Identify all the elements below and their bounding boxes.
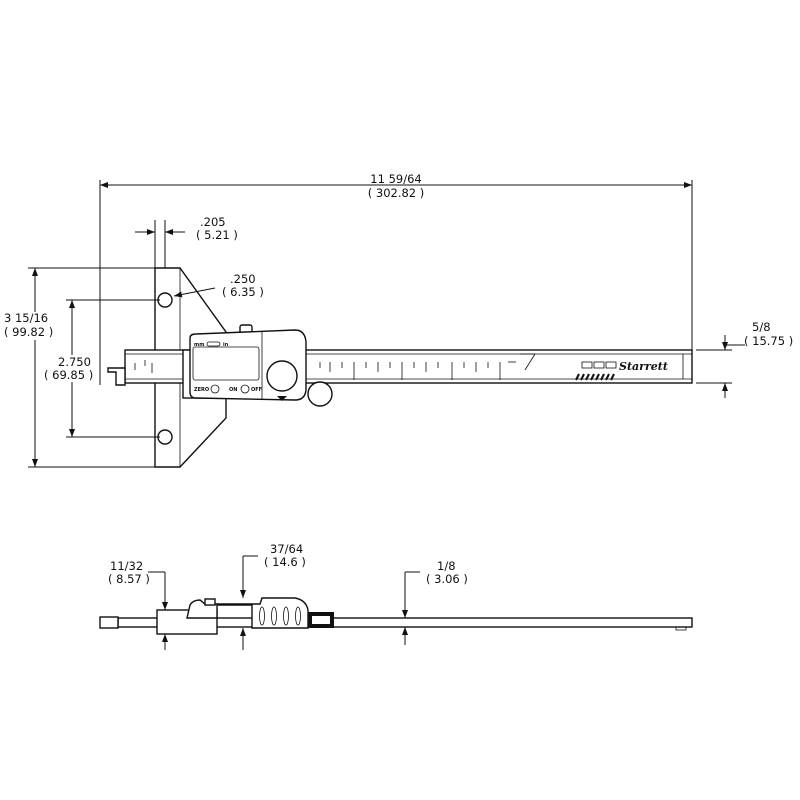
overall-length-dimension: 11 59/64 ( 302.82 ) bbox=[99, 172, 693, 385]
zero-label: ZERO bbox=[194, 387, 209, 393]
dimension-label: .205 bbox=[200, 215, 226, 229]
dimension-label: 5/8 bbox=[752, 320, 771, 334]
base-length-dimension: 3 15/16 ( 99.82 ) bbox=[4, 267, 155, 468]
button-side bbox=[204, 598, 216, 606]
dimension-label-mm: ( 14.6 ) bbox=[264, 555, 306, 569]
hole-spacing-dimension: 2.750 ( 69.85 ) bbox=[44, 299, 160, 438]
dimension-label-mm: ( 15.75 ) bbox=[744, 334, 793, 348]
dimension-label-mm: ( 3.06 ) bbox=[426, 572, 468, 586]
measuring-hook bbox=[107, 367, 126, 386]
base-side bbox=[156, 609, 218, 635]
dimension-label: .250 bbox=[230, 272, 256, 286]
blade-thickness-dimension: 1/8 ( 3.06 ) bbox=[402, 559, 468, 645]
unit-toggle-button[interactable] bbox=[206, 341, 221, 347]
lock-knob[interactable] bbox=[266, 360, 298, 392]
power-button[interactable] bbox=[240, 384, 250, 394]
off-label: OFF bbox=[251, 387, 262, 393]
dimension-label: 3 15/16 bbox=[4, 311, 48, 325]
mounting-hole bbox=[157, 429, 173, 445]
dimension-label-mm: ( 69.85 ) bbox=[44, 368, 93, 382]
lcd-screen bbox=[192, 346, 260, 381]
blade-width-dimension: 5/8 ( 15.75 ) bbox=[696, 320, 793, 398]
dimension-label: 11 59/64 bbox=[370, 172, 421, 186]
hole-diameter-dimension: .250 ( 6.35 ) bbox=[173, 272, 264, 299]
dimension-label: 2.750 bbox=[58, 355, 91, 369]
scale-ticks bbox=[134, 360, 516, 380]
side-view: 11/32 ( 8.57 ) 37/64 ( 14.6 ) 1/8 ( 3.06… bbox=[99, 542, 693, 650]
thumb-wheel[interactable] bbox=[307, 381, 333, 407]
zero-button[interactable] bbox=[210, 384, 220, 394]
dimension-label-mm: ( 6.35 ) bbox=[222, 285, 264, 299]
starrett-logo: Starrett bbox=[575, 360, 668, 381]
dimension-label: 11/32 bbox=[110, 559, 143, 573]
dimension-label-mm: ( 99.82 ) bbox=[4, 325, 53, 339]
unit-label-mm: mm bbox=[194, 342, 204, 348]
top-view: 11 59/64 ( 302.82 ) .205 ( 5.21 ) .250 (… bbox=[4, 172, 793, 468]
unit-label-in: in bbox=[223, 342, 229, 348]
grip-ridges bbox=[259, 606, 301, 626]
head-height-dimension: 37/64 ( 14.6 ) bbox=[240, 542, 306, 650]
hook-side bbox=[99, 616, 119, 629]
mounting-hole bbox=[157, 292, 173, 308]
dimension-label-mm: ( 302.82 ) bbox=[368, 186, 425, 200]
dimension-label-mm: ( 5.21 ) bbox=[196, 228, 238, 242]
dimension-label: 1/8 bbox=[437, 559, 456, 573]
dimension-label-mm: ( 8.57 ) bbox=[108, 572, 150, 586]
dimension-label: 37/64 bbox=[270, 542, 303, 556]
digital-head: mm in ZERO ON OFF bbox=[182, 324, 333, 407]
on-label: ON bbox=[229, 387, 237, 393]
svg-text:Starrett: Starrett bbox=[619, 360, 668, 373]
base-thickness-dimension: .205 ( 5.21 ) bbox=[135, 215, 238, 268]
base-height-dimension: 11/32 ( 8.57 ) bbox=[108, 559, 168, 650]
